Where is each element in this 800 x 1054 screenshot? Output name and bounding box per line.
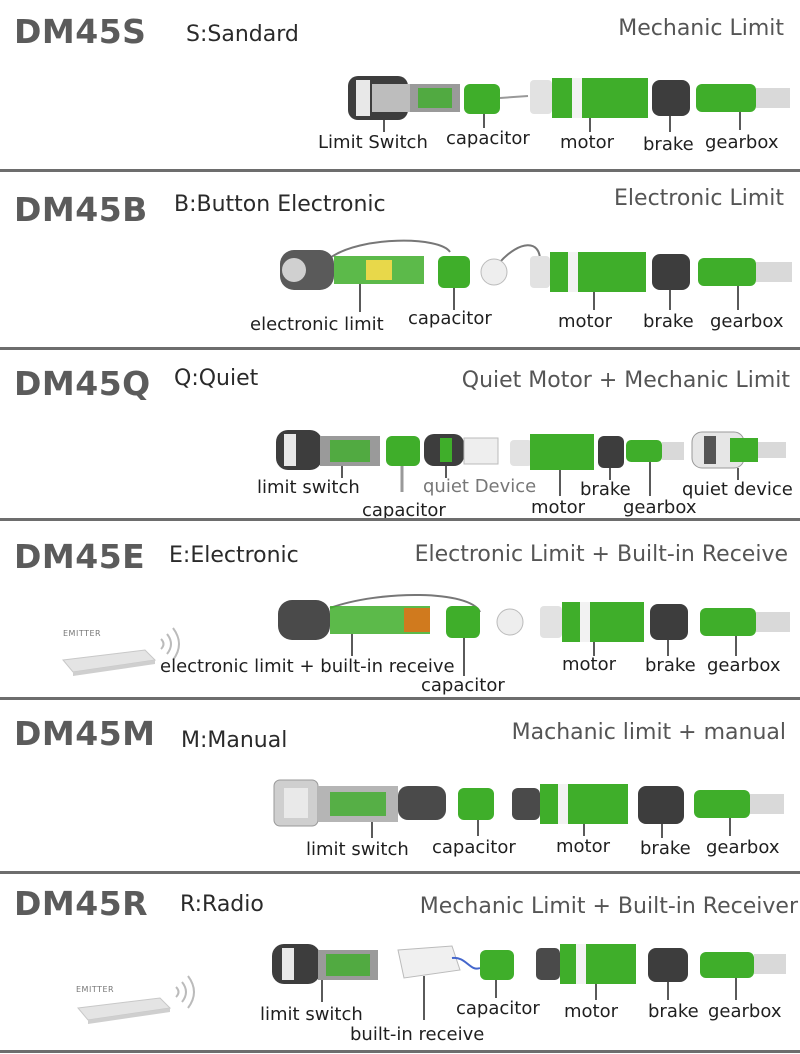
model-title-dm45b: DM45B bbox=[14, 190, 148, 229]
motor-assembly-diagram-dm45s bbox=[348, 76, 790, 132]
part-label-limit-switch: limit switch bbox=[257, 477, 360, 498]
variant-label-button-electronic: B:Button Electronic bbox=[174, 192, 386, 217]
part-label-quiet-device: quiet device bbox=[682, 479, 793, 500]
part-label-gearbox: gearbox bbox=[708, 1001, 782, 1022]
model-title-dm45q: DM45Q bbox=[14, 364, 151, 403]
part-label-capacitor: capacitor bbox=[408, 308, 492, 329]
feature-label-machanic-limit-manual: Machanic limit + manual bbox=[511, 720, 786, 745]
part-label-gearbox: gearbox bbox=[710, 311, 784, 332]
part-label-brake: brake bbox=[640, 838, 691, 859]
emitter-remote-image: EMITTER bbox=[62, 627, 180, 676]
variant-label-manual: M:Manual bbox=[181, 728, 288, 753]
part-label-quiet-device: quiet Device bbox=[423, 476, 537, 497]
motor-assembly-diagram-dm45q bbox=[276, 430, 786, 496]
part-label-capacitor: capacitor bbox=[362, 500, 446, 521]
part-label-motor: motor bbox=[562, 654, 617, 675]
part-label-brake: brake bbox=[645, 655, 696, 676]
part-label-motor: motor bbox=[560, 132, 615, 153]
part-label-electronic-limit: electronic limit bbox=[250, 314, 384, 335]
variant-label-radio: R:Radio bbox=[180, 892, 264, 917]
section-divider bbox=[0, 518, 800, 521]
part-label-electronic-limit-built-in-receive: electronic limit + built-in receive bbox=[160, 656, 455, 677]
part-label-limit-switch: limit switch bbox=[306, 839, 409, 860]
part-label-motor: motor bbox=[556, 836, 611, 857]
part-label-gearbox: gearbox bbox=[623, 497, 697, 518]
motor-assembly-diagram-dm45b bbox=[280, 239, 792, 312]
emitter-remote-image: EMITTER bbox=[76, 975, 195, 1024]
part-label-gearbox: gearbox bbox=[706, 837, 780, 858]
part-label-capacitor: capacitor bbox=[456, 998, 540, 1019]
part-label-limit-switch: limit switch bbox=[260, 1004, 363, 1025]
part-label-capacitor: capacitor bbox=[446, 128, 530, 149]
part-label-motor: motor bbox=[531, 497, 586, 518]
variant-label-quiet: Q:Quiet bbox=[174, 366, 259, 391]
section-divider bbox=[0, 1050, 800, 1053]
part-label-brake: brake bbox=[643, 134, 694, 155]
feature-label-mechanic-limit-receiver: Mechanic Limit + Built-in Receiver bbox=[419, 894, 798, 919]
emitter-label: EMITTER bbox=[63, 629, 101, 638]
part-label-capacitor: capacitor bbox=[432, 837, 516, 858]
section-divider bbox=[0, 347, 800, 350]
part-label-brake: brake bbox=[643, 311, 694, 332]
section-divider bbox=[0, 169, 800, 172]
feature-label-mechanic-limit: Mechanic Limit bbox=[618, 16, 784, 41]
part-label-gearbox: gearbox bbox=[705, 132, 779, 153]
motor-assembly-diagram-dm45e bbox=[278, 593, 790, 676]
feature-label-electronic-limit-receive: Electronic Limit + Built-in Receive bbox=[414, 542, 788, 567]
section-divider bbox=[0, 697, 800, 700]
feature-label-quiet-motor-mechanic-limit: Quiet Motor + Mechanic Limit bbox=[461, 368, 790, 393]
variant-label-standard: S:Sandard bbox=[186, 22, 299, 47]
part-label-gearbox: gearbox bbox=[707, 655, 781, 676]
model-title-dm45m: DM45M bbox=[14, 714, 156, 753]
emitter-label: EMITTER bbox=[76, 985, 114, 994]
model-title-dm45s: DM45S bbox=[14, 12, 147, 51]
model-title-dm45r: DM45R bbox=[14, 884, 149, 923]
variant-label-electronic: E:Electronic bbox=[169, 543, 299, 568]
part-label-built-in-receive: built-in receive bbox=[350, 1024, 485, 1045]
part-label-motor: motor bbox=[558, 311, 613, 332]
part-label-limit-switch: Limit Switch bbox=[318, 132, 428, 153]
part-label-brake: brake bbox=[648, 1001, 699, 1022]
model-title-dm45e: DM45E bbox=[14, 537, 146, 576]
section-divider bbox=[0, 871, 800, 874]
motor-assembly-diagram-dm45m bbox=[273, 779, 784, 838]
part-label-capacitor: capacitor bbox=[421, 675, 505, 696]
part-label-motor: motor bbox=[564, 1001, 619, 1022]
feature-label-electronic-limit: Electronic Limit bbox=[614, 186, 784, 211]
part-label-brake: brake bbox=[580, 479, 631, 500]
